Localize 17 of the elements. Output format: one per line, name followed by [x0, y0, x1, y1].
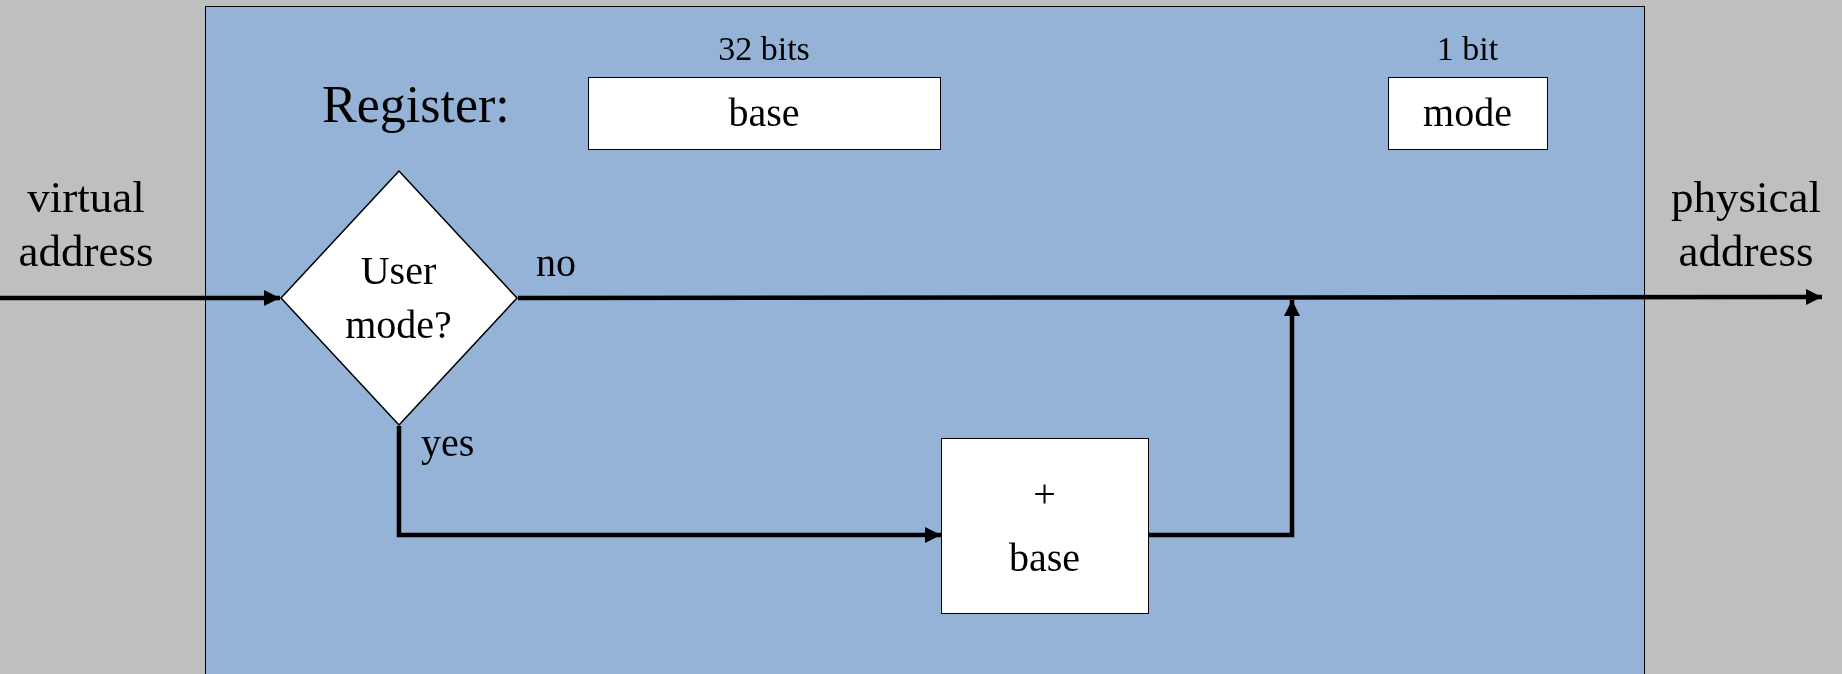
output-label: physical address [1660, 170, 1832, 297]
arrow [396, 425, 941, 543]
adder-box [940, 437, 1149, 614]
decision-diamond [279, 169, 518, 426]
arrow [1148, 299, 1300, 537]
edge-label: yes [421, 419, 475, 466]
node-text: + base [1007, 469, 1082, 582]
arrow [0, 289, 280, 306]
node-text: base [728, 89, 800, 137]
edge-label: no [536, 239, 576, 286]
input-label: virtual address [0, 170, 172, 298]
bit-width-label: 1 bit [1436, 29, 1499, 68]
register-label: Register: [322, 75, 510, 134]
bit-width-label: 32 bits [718, 29, 810, 68]
arrow [517, 288, 1822, 305]
node-text: User mode? [344, 246, 453, 349]
node-text: mode [1423, 89, 1512, 137]
